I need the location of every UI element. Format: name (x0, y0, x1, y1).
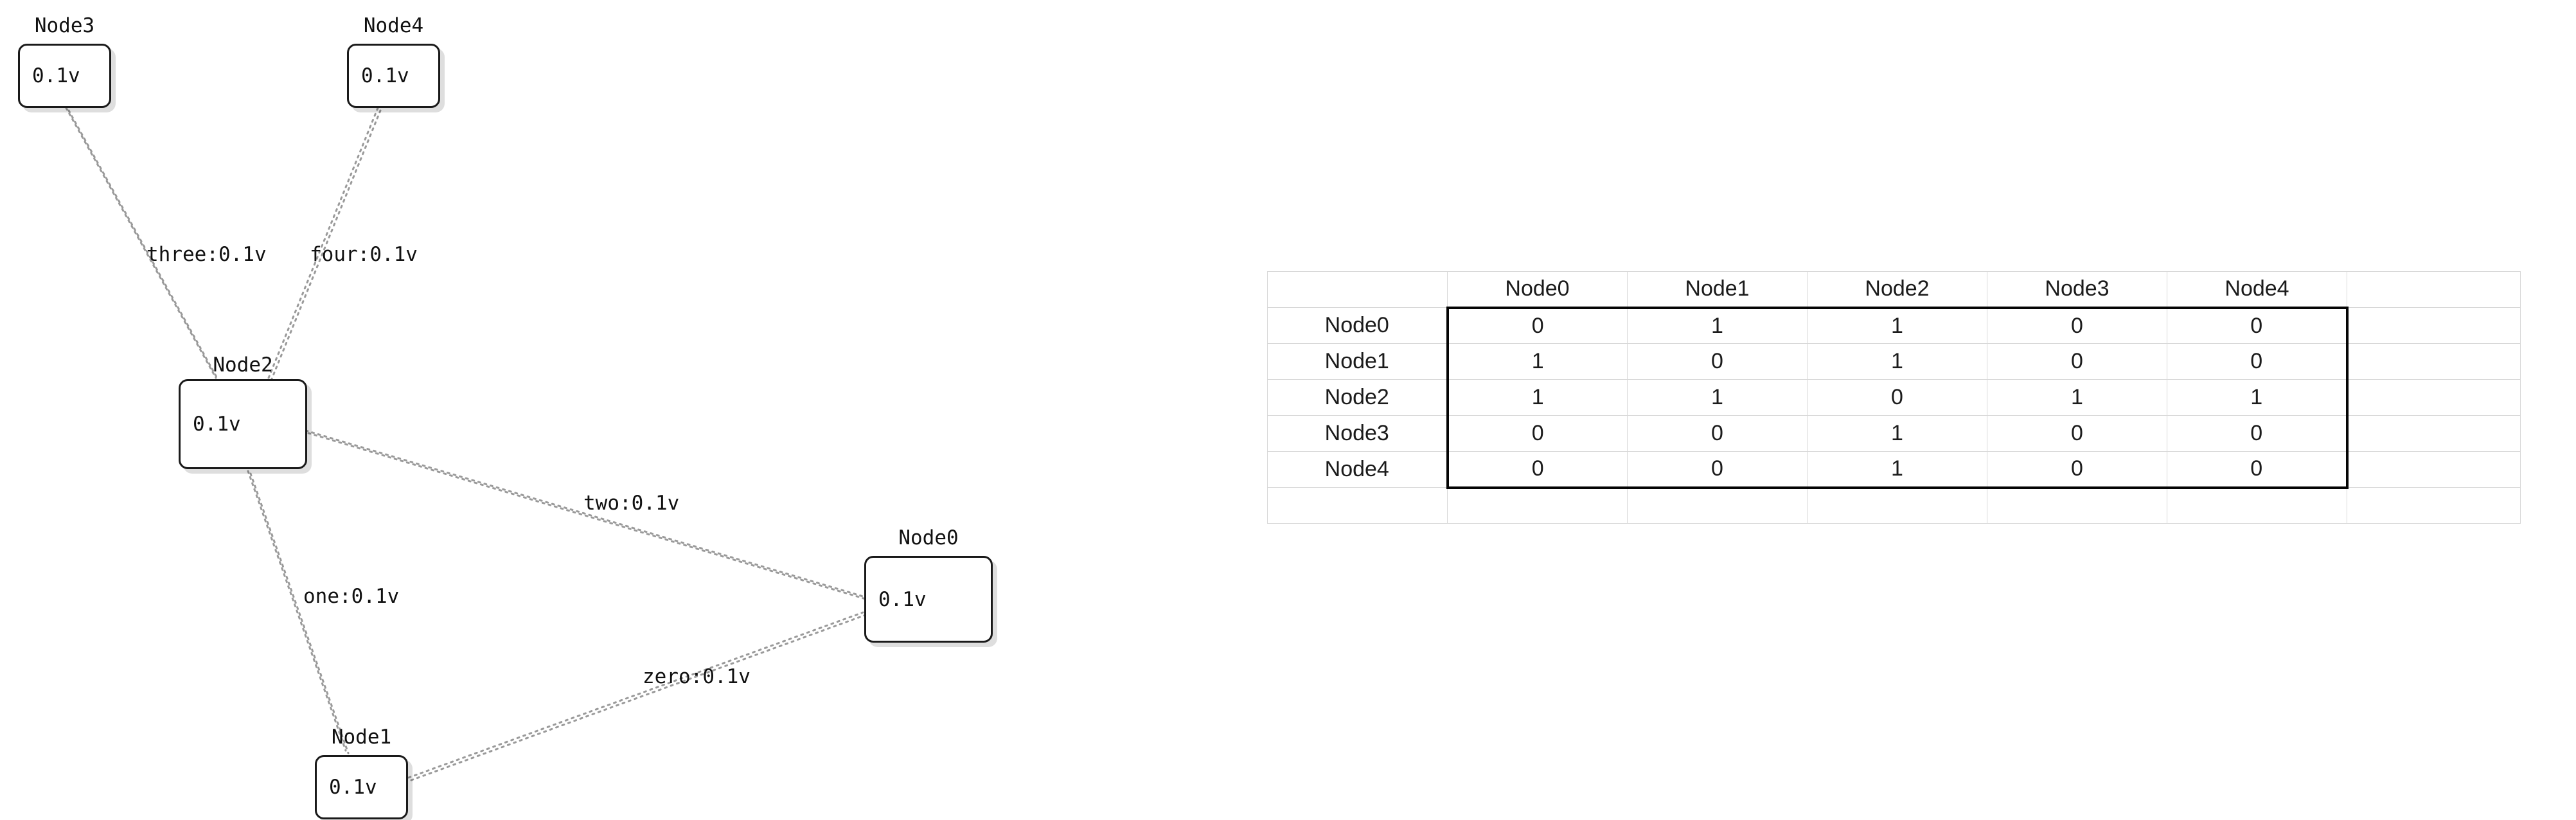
graph-edge-line (67, 109, 220, 382)
matrix-cell-2-2[interactable]: 0 (1807, 379, 1987, 416)
node-box (315, 755, 408, 819)
matrix-pad-cell (2347, 487, 2521, 524)
matrix-corner-cell (1267, 271, 1448, 308)
matrix-row-header-2[interactable]: Node2 (1267, 379, 1448, 416)
matrix-cell-4-0[interactable]: 0 (1446, 451, 1628, 489)
graph-edge-line (410, 614, 867, 781)
node-box (347, 44, 440, 108)
node-box (179, 379, 307, 469)
graph-node-node0[interactable]: Node0 0.1v (864, 526, 993, 643)
graph-node-node2[interactable]: Node2 0.1v (179, 353, 307, 469)
matrix-pad-cell (2347, 271, 2521, 308)
graph-edge-line (407, 611, 864, 779)
matrix-cell-1-1[interactable]: 0 (1627, 343, 1808, 380)
matrix-column-header-3[interactable]: Node3 (1987, 271, 2167, 308)
matrix-cell-4-2[interactable]: 1 (1807, 451, 1987, 489)
matrix-trailing-blank-row (1267, 487, 2521, 524)
matrix-cell-1-4[interactable]: 0 (2167, 343, 2349, 380)
matrix-pad-cell (2347, 307, 2521, 344)
node-caption-node1: Node1 (331, 726, 392, 749)
matrix-cell-0-3[interactable]: 0 (1987, 306, 2167, 344)
node-value-node2: 0.1v (193, 413, 241, 436)
graph-panel: Node0 0.1v Node1 0.1v Node2 0.1v Node3 0… (0, 0, 1259, 820)
matrix-column-header-4[interactable]: Node4 (2167, 271, 2347, 308)
matrix-cell-2-0[interactable]: 1 (1446, 379, 1628, 416)
graph-edge-line (307, 432, 867, 600)
graph-node-node1[interactable]: Node1 0.1v (315, 726, 408, 819)
matrix-cell-2-1[interactable]: 1 (1627, 379, 1808, 416)
matrix-pad-cell (2347, 343, 2521, 380)
matrix-cell-2-4[interactable]: 1 (2167, 379, 2349, 416)
node-value-node3: 0.1v (32, 64, 80, 87)
matrix-column-header-2[interactable]: Node2 (1807, 271, 1987, 308)
matrix-cell-1-0[interactable]: 1 (1446, 343, 1628, 380)
matrix-cell-3-0[interactable]: 0 (1446, 415, 1628, 452)
matrix-cell-4-4[interactable]: 0 (2167, 451, 2349, 489)
graph-node-node3[interactable]: Node3 0.1v (18, 14, 111, 108)
graph-edge-line (249, 472, 350, 754)
node-caption-node2: Node2 (213, 353, 273, 377)
matrix-column-header-1[interactable]: Node1 (1627, 271, 1808, 308)
node-caption-node3: Node3 (34, 14, 95, 37)
edge-label-one: one:0.1v (303, 585, 400, 608)
matrix-cell-4-1[interactable]: 0 (1627, 451, 1808, 489)
node-box (864, 556, 993, 643)
matrix-cell-0-1[interactable]: 1 (1627, 306, 1808, 344)
graph-edge-line (247, 470, 347, 752)
edge-label-zero: zero:0.1v (643, 665, 751, 688)
matrix-blank-cell-3 (1807, 487, 1987, 524)
matrix-cell-0-0[interactable]: 0 (1446, 306, 1628, 344)
node-value-node0: 0.1v (878, 587, 927, 611)
matrix-pad-cell (2347, 379, 2521, 416)
node-box (18, 44, 111, 108)
graph-node-node4[interactable]: Node4 0.1v (347, 14, 440, 108)
matrix-cell-2-3[interactable]: 1 (1987, 379, 2167, 416)
node-value-node1: 0.1v (329, 776, 377, 799)
matrix-cell-1-2[interactable]: 1 (1807, 343, 1987, 380)
matrix-cell-0-4[interactable]: 0 (2167, 306, 2349, 344)
matrix-cell-3-2[interactable]: 1 (1807, 415, 1987, 452)
edge-label-two: two:0.1v (583, 492, 680, 515)
node-caption-node0: Node0 (898, 526, 959, 549)
node-caption-node4: Node4 (363, 14, 424, 37)
matrix-blank-cell-5 (2167, 487, 2347, 524)
matrix-row-header-0[interactable]: Node0 (1267, 307, 1448, 344)
matrix-row-header-3[interactable]: Node3 (1267, 415, 1448, 452)
matrix-blank-cell-1 (1447, 487, 1628, 524)
matrix-row-header-1[interactable]: Node1 (1267, 343, 1448, 380)
matrix-row-header-4[interactable]: Node4 (1267, 451, 1448, 488)
matrix-cell-4-3[interactable]: 0 (1987, 451, 2167, 489)
graph-edge-line (305, 429, 864, 598)
matrix-cell-3-1[interactable]: 0 (1627, 415, 1808, 452)
edge-label-three: three:0.1v (147, 243, 267, 266)
edge-label-four: four:0.1v (310, 243, 418, 266)
matrix-cell-1-3[interactable]: 0 (1987, 343, 2167, 380)
matrix-column-header-0[interactable]: Node0 (1447, 271, 1628, 308)
matrix-cell-0-2[interactable]: 1 (1807, 306, 1987, 344)
matrix-cell-3-4[interactable]: 0 (2167, 415, 2349, 452)
graph-edge-line (65, 107, 217, 379)
matrix-blank-cell-0 (1267, 487, 1448, 524)
matrix-cell-3-3[interactable]: 0 (1987, 415, 2167, 452)
matrix-blank-cell-2 (1627, 487, 1808, 524)
matrix-pad-cell (2347, 451, 2521, 488)
matrix-blank-cell-4 (1987, 487, 2167, 524)
node-value-node4: 0.1v (361, 64, 409, 87)
graph-edges-layer (65, 107, 867, 781)
matrix-pad-cell (2347, 415, 2521, 452)
